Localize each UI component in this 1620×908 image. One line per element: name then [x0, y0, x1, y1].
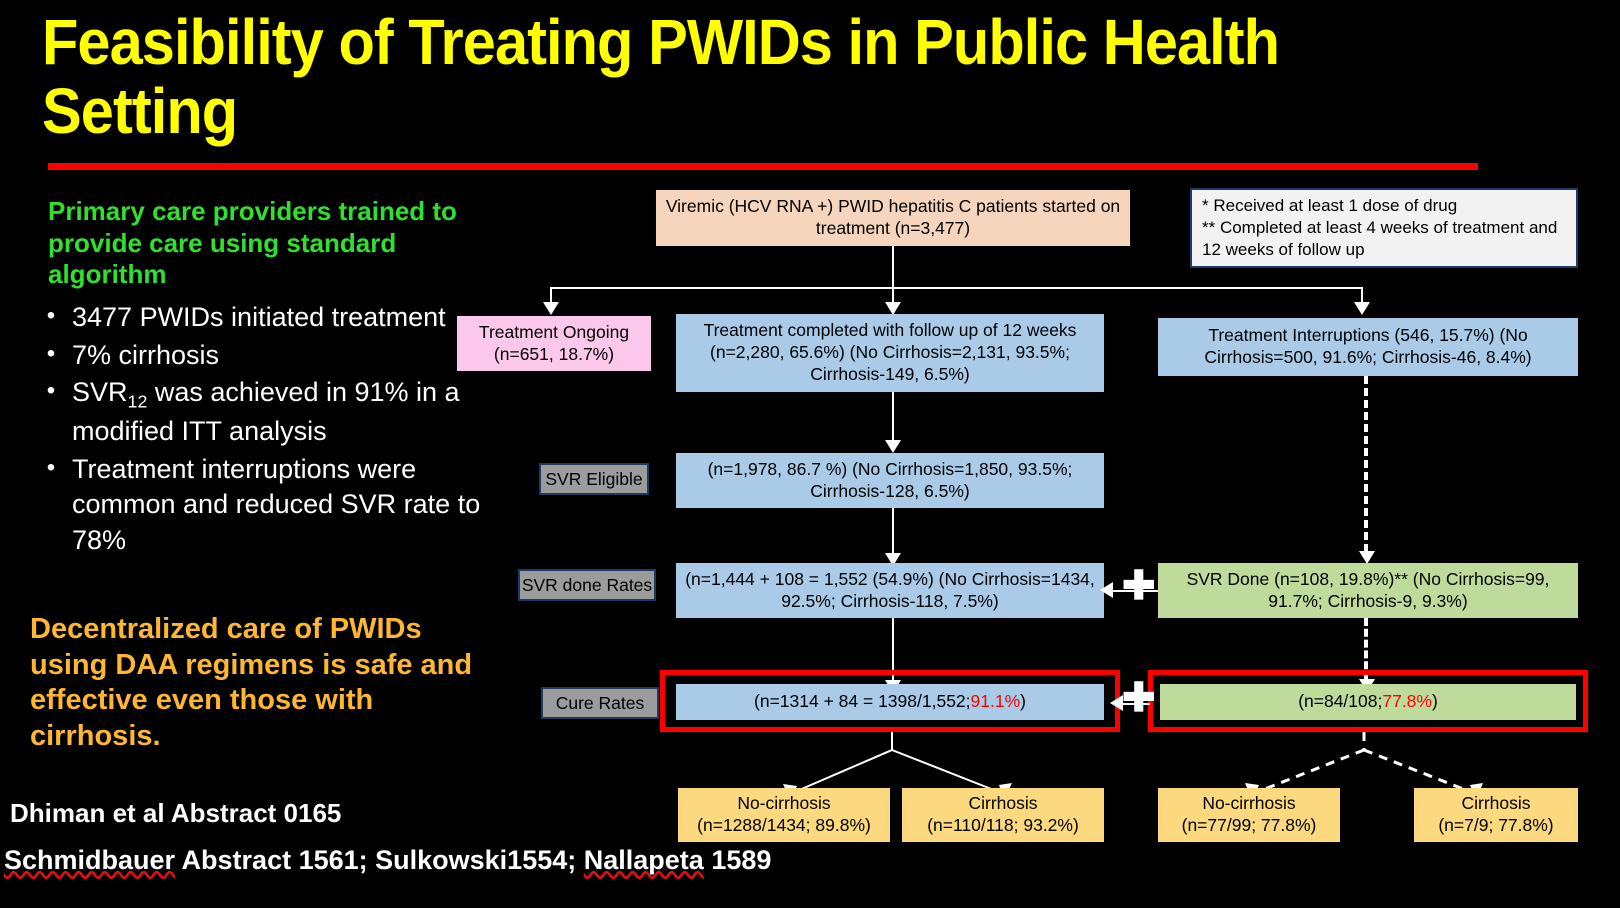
citation-primary: Dhiman et al Abstract 0165 [10, 798, 342, 828]
flow-label-svr-eligible: SVR Eligible [539, 463, 649, 495]
flow-box-treatment-interruptions: Treatment Interruptions (546, 15.7%) (No… [1158, 318, 1578, 376]
flow-label-cure-rates: Cure Rates [541, 687, 659, 719]
outcome-title: No-cirrhosis [737, 793, 831, 814]
cure-left-percent: 91.1% [970, 691, 1021, 712]
flow-box-cure-right: (n=84/108; 77.8%) [1160, 684, 1576, 720]
connector-doneRates-to-cure [892, 618, 894, 680]
bullet-marker: • [46, 302, 56, 329]
flow-footnote-box: * Received at least 1 dose of drug ** Co… [1190, 188, 1578, 268]
connector-dashed-interruptions-to-svrdone [1364, 376, 1368, 552]
outcome-value: (n=7/9; 77.8%) [1438, 815, 1554, 835]
page-title: Feasibility of Treating PWIDs in Public … [42, 6, 1280, 148]
connector-root-stem [892, 246, 894, 288]
outcome-title: Cirrhosis [968, 793, 1038, 814]
outcome-title: Cirrhosis [1461, 793, 1531, 814]
arrow-to-interruptions [1354, 302, 1370, 315]
conclusion-statement: Decentralized care of PWIDs using DAA re… [30, 613, 473, 752]
connector-dashed-svrdone-to-cure [1364, 618, 1368, 680]
connector-distribution-bar [550, 287, 1362, 289]
bullet-text: 7% cirrhosis [72, 339, 220, 370]
connector-branch-left [550, 287, 552, 304]
outcome-value: (n=1288/1434; 89.8%) [697, 815, 871, 835]
flow-box-root: Viremic (HCV RNA +) PWID hepatitis C pat… [656, 190, 1130, 246]
plus-icon-row4: ✚ [1122, 564, 1156, 608]
flow-box-svr-done-rates-value: (n=1,444 + 108 = 1,552 (54.9%) (No Cirrh… [676, 563, 1104, 618]
intro-note: Primary care providers trained to provid… [48, 196, 457, 290]
bullet-subscript: 12 [127, 391, 148, 412]
arrow-to-svr-eligible [885, 440, 901, 453]
outcome-value: (n=77/99; 77.8%) [1181, 815, 1317, 835]
cure-right-prefix: (n=84/108; [1298, 691, 1383, 712]
flow-box-outcome-2: Cirrhosis (n=110/118; 93.2%) [902, 788, 1104, 842]
list-item: • 7% cirrhosis [30, 338, 510, 374]
bullet-text: Treatment interruptions were common and … [72, 453, 481, 556]
arrow-to-completed [885, 302, 901, 315]
cure-left-prefix: (n=1314 + 84 = 1398/1,552; [754, 691, 971, 712]
citation-secondary: Schmidbauer Abstract 1561; Sulkowski1554… [4, 845, 772, 875]
arrow-dashed-to-svr-done [1359, 551, 1375, 564]
connector-merge-row5 [1122, 703, 1150, 705]
arrow-merge-left-row4 [1100, 582, 1113, 598]
bullet-marker: • [46, 339, 56, 367]
outcome-title: No-cirrhosis [1202, 793, 1296, 814]
flow-box-cure-left: (n=1314 + 84 = 1398/1,552; 91.1%) [676, 684, 1104, 720]
list-item: • SVR12 was achieved in 91% in a modifie… [30, 375, 510, 450]
connector-branch-mid [892, 287, 894, 304]
bullet-text-lead: SVR [72, 377, 128, 408]
bullet-text-tail: was achieved in 91% in a modified ITT an… [72, 377, 460, 447]
connector-branch-right [1361, 287, 1363, 304]
flow-box-outcome-4: Cirrhosis (n=7/9; 77.8%) [1414, 788, 1578, 842]
list-item: • Treatment interruptions were common an… [30, 452, 510, 559]
connector-eligible-to-done [892, 508, 894, 553]
bullet-text: 3477 PWIDs initiated treatment [72, 302, 446, 332]
cure-right-suffix: ) [1431, 691, 1438, 712]
bullet-list: • 3477 PWIDs initiated treatment • 7% ci… [30, 300, 510, 561]
connector-completed-to-eligible [892, 392, 894, 440]
bullet-text: SVR12 was achieved in 91% in a modified … [72, 375, 510, 450]
flow-label-svr-done-rates: SVR done Rates [518, 569, 656, 601]
arrow-to-ongoing [543, 302, 559, 315]
flow-box-treatment-ongoing: Treatment Ongoing (n=651, 18.7%) [457, 316, 651, 371]
cure-left-suffix: ) [1020, 691, 1026, 712]
bullet-marker: • [46, 377, 56, 405]
flow-box-treatment-completed: Treatment completed with follow up of 12… [676, 314, 1104, 392]
connector-merge-row4 [1112, 590, 1158, 592]
title-underline-rule [48, 163, 1478, 170]
highlight-ring-cure-right [1148, 670, 1588, 732]
arrow-merge-left-row5 [1110, 695, 1123, 711]
plus-icon-row5: ✚ [1122, 676, 1156, 720]
flow-box-svr-done-right: SVR Done (n=108, 19.8%)** (No Cirrhosis=… [1158, 563, 1578, 618]
outcome-value: (n=110/118; 93.2%) [927, 815, 1079, 835]
arrow-to-svr-done-rates [885, 553, 901, 566]
flow-box-svr-eligible-value: (n=1,978, 86.7 %) (No Cirrhosis=1,850, 9… [676, 453, 1104, 508]
list-item: • 3477 PWIDs initiated treatment [30, 300, 510, 336]
bullet-marker: • [46, 453, 56, 481]
flow-box-outcome-3: No-cirrhosis (n=77/99; 77.8%) [1158, 788, 1340, 842]
cure-right-percent: 77.8% [1382, 691, 1432, 712]
flow-box-outcome-1: No-cirrhosis (n=1288/1434; 89.8%) [678, 788, 890, 842]
